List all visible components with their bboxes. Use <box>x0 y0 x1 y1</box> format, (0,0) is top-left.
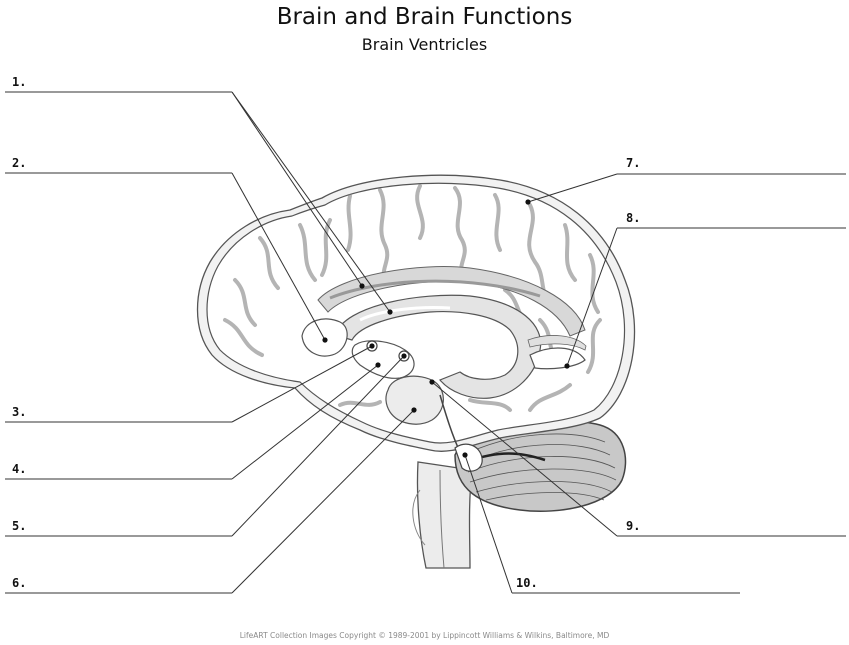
leader-lines <box>5 91 846 594</box>
label-6: 6. <box>12 576 27 590</box>
pointer-dots <box>322 199 570 458</box>
label-8: 8. <box>626 211 641 225</box>
label-10: 10. <box>516 576 538 590</box>
copyright-credit: LifeART Collection Images Copyright © 19… <box>239 631 610 640</box>
worksheet-title: Brain and Brain Functions <box>276 4 573 30</box>
brainstem <box>416 461 473 569</box>
label-4: 4. <box>12 462 27 476</box>
thalamus-region <box>385 375 444 425</box>
label-9: 9. <box>626 519 641 533</box>
label-2: 2. <box>12 156 27 170</box>
label-5: 5. <box>12 519 27 533</box>
spinal-cord-line <box>439 469 445 569</box>
lateral-ventricle <box>334 294 542 399</box>
label-3: 3. <box>12 405 27 419</box>
fourth-ventricle <box>454 443 483 472</box>
pons-shape <box>412 489 426 546</box>
posterior-horn-upper <box>527 335 587 351</box>
label-1: 1. <box>12 75 27 89</box>
worksheet-subtitle: Brain Ventricles <box>361 35 488 54</box>
label-7: 7. <box>626 156 641 170</box>
